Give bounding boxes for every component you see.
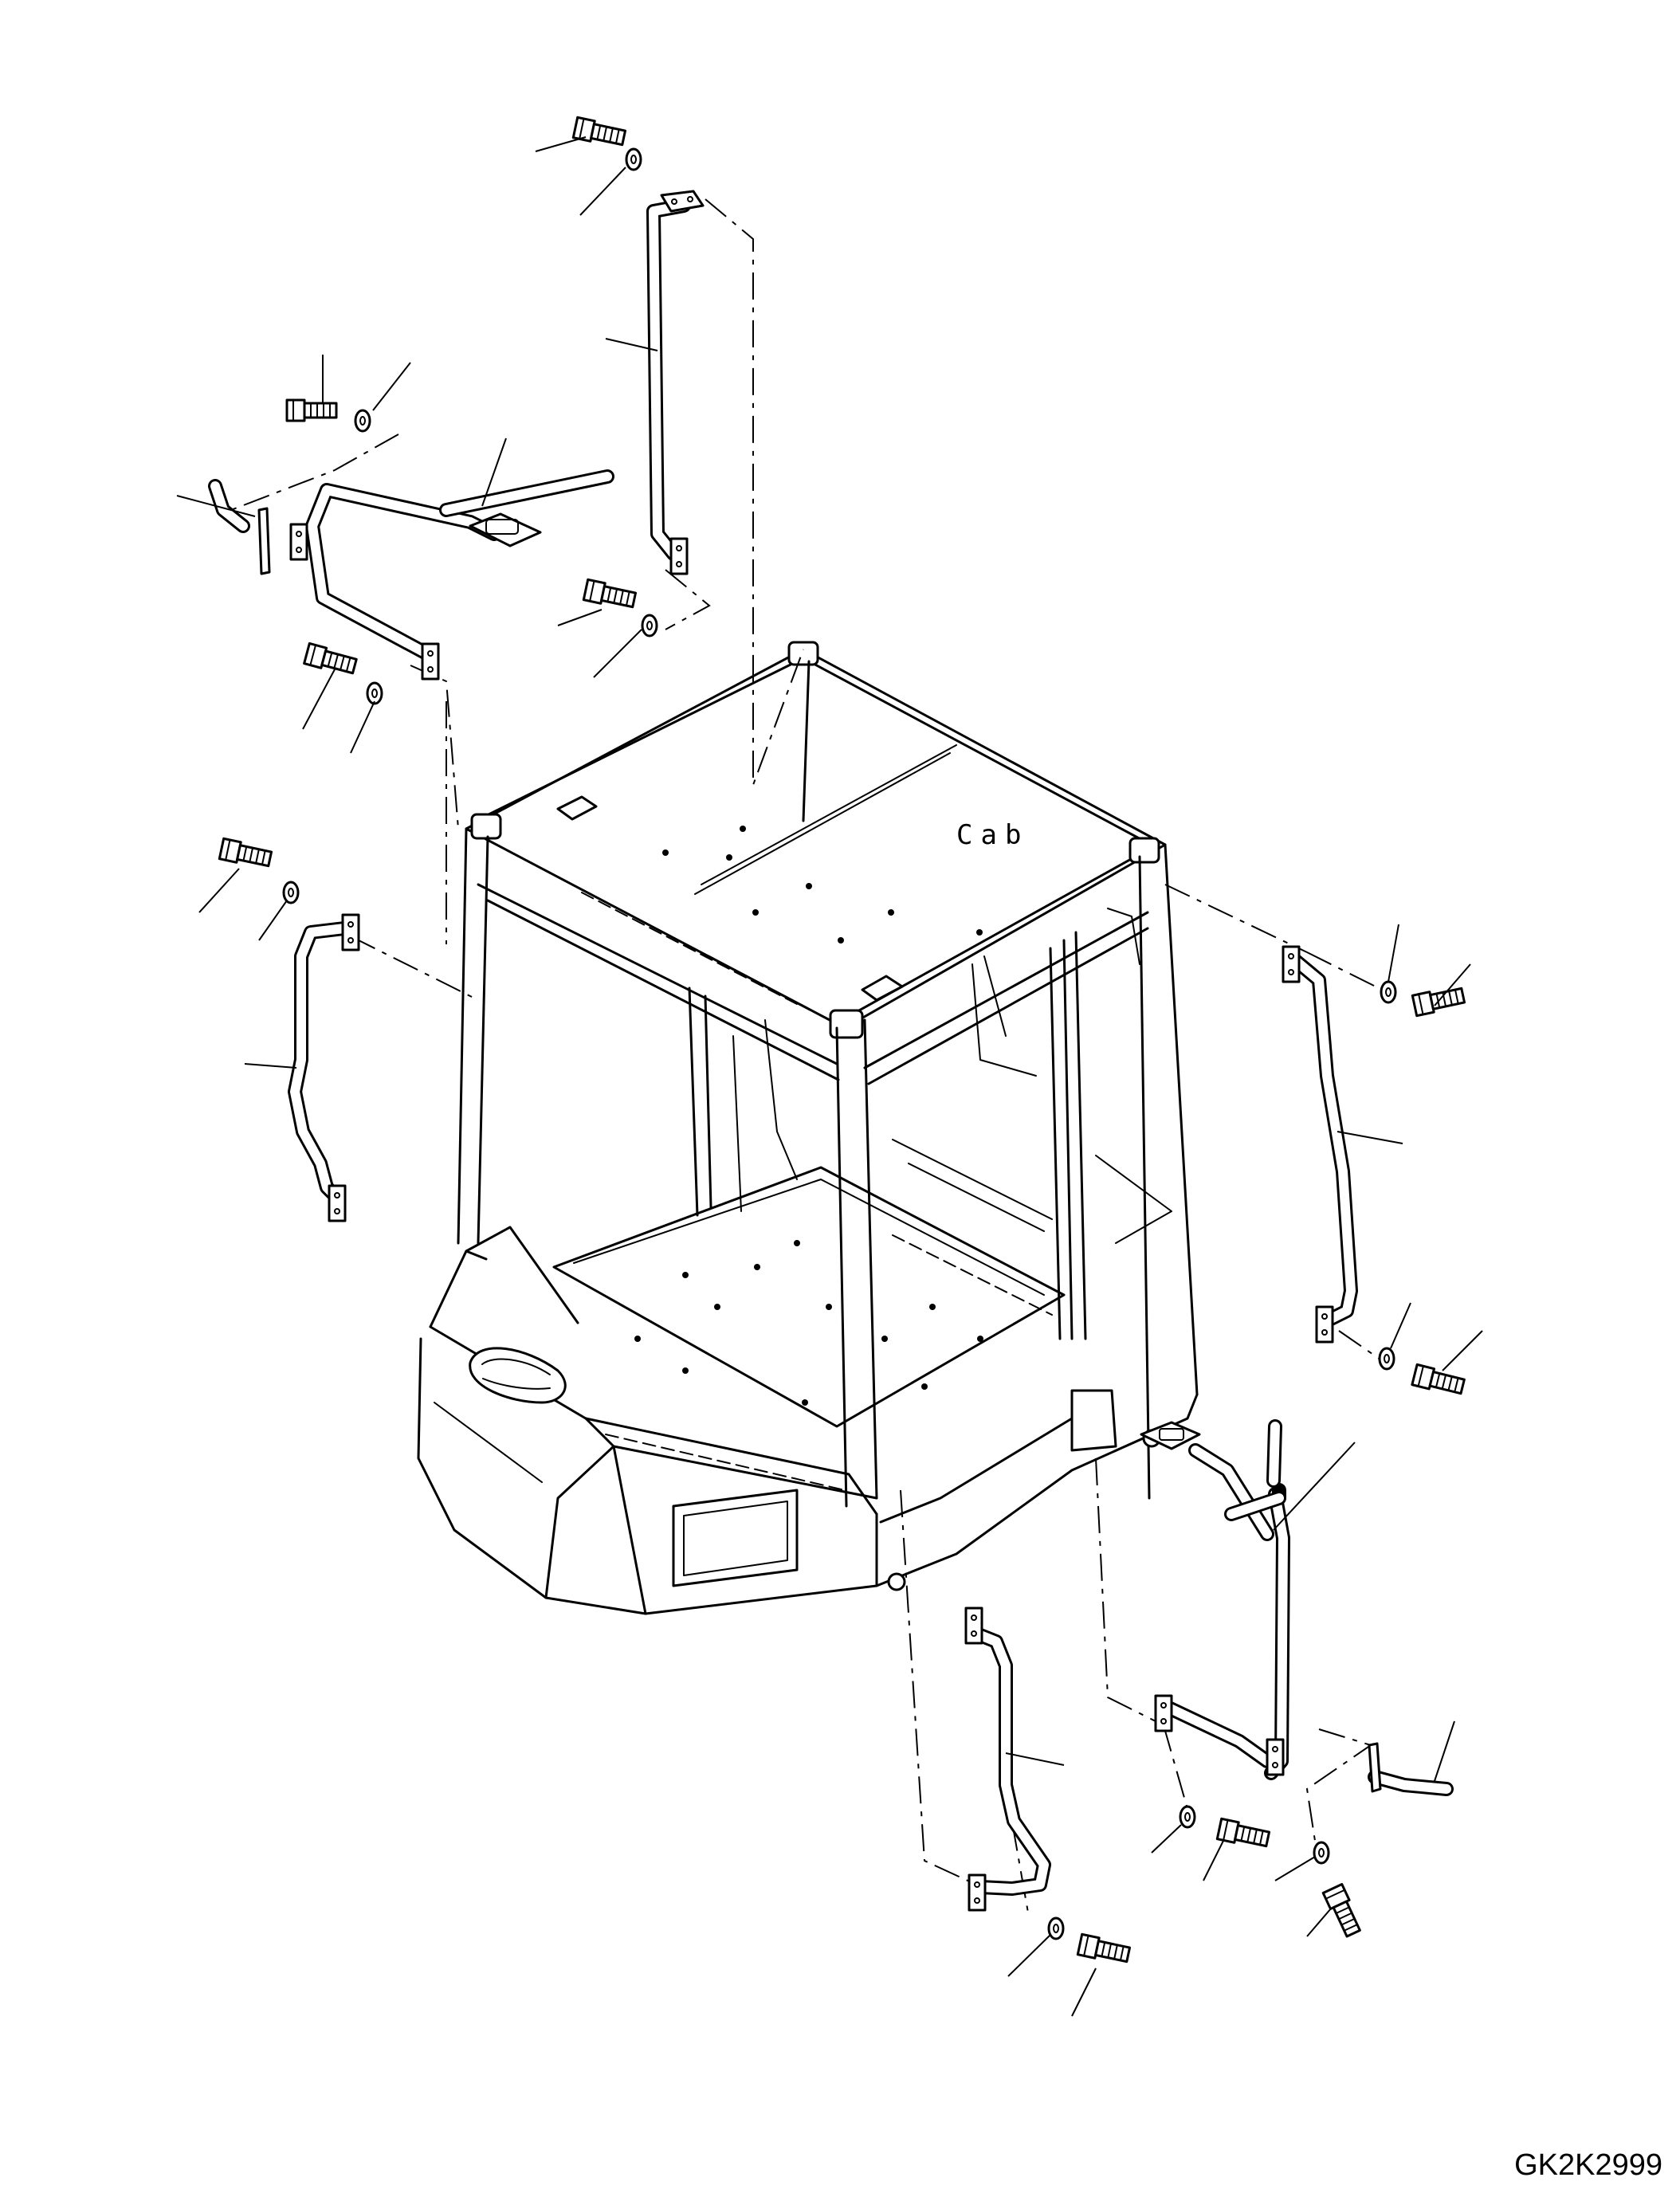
handrail-right	[1282, 945, 1358, 1344]
washer-lower-right-2	[1313, 1841, 1330, 1865]
handrail-top	[646, 190, 705, 575]
cab-label: Cab	[956, 819, 1030, 851]
floor-holes	[634, 1240, 983, 1406]
washer-top-1	[625, 147, 642, 171]
washer-upper-left-2	[366, 681, 383, 705]
bolt-right-2	[1411, 1363, 1466, 1399]
washer-top-2	[641, 614, 658, 638]
handrail-lower-right	[1140, 1419, 1454, 1796]
drawing-code: GK2K2999	[1514, 2148, 1662, 2182]
handrail-upper-left	[208, 469, 614, 681]
washer-left	[282, 881, 300, 904]
assembly-lines	[230, 198, 1391, 1913]
washer-upper-left-1	[354, 409, 371, 433]
washer-lower-right-1	[1179, 1805, 1196, 1829]
washer-right-2	[1378, 1347, 1395, 1371]
washer-lower-center	[1047, 1916, 1065, 1940]
handrail-left	[288, 913, 360, 1222]
bolt-lower-center	[1076, 1932, 1132, 1967]
roof-holes	[662, 826, 983, 944]
bolt-upper-left-2	[303, 641, 359, 678]
bolt-top-2	[582, 578, 638, 612]
leader-lines	[176, 136, 1483, 2017]
bolt-left	[218, 837, 273, 871]
bolt-upper-left-1	[285, 398, 338, 422]
cab-frame	[417, 641, 1199, 1615]
washer-right-1	[1380, 980, 1397, 1004]
handrail-lower-center	[964, 1607, 1051, 1912]
bolt-lower-right-1	[1215, 1817, 1271, 1851]
bolt-top-1	[571, 116, 627, 150]
